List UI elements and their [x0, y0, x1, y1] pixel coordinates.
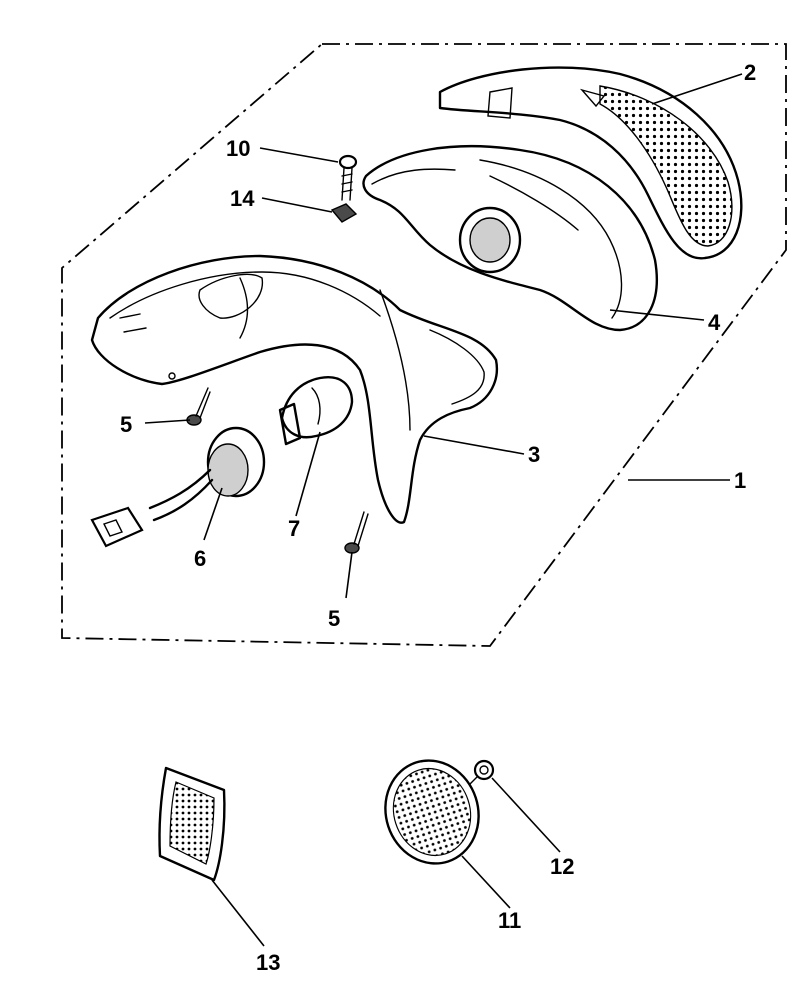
part-10-bolt	[338, 154, 358, 201]
callout-labels: 1 2 3 4 5 5 6 7 10 11 12 13 14	[120, 60, 756, 975]
callout-7: 7	[288, 516, 300, 541]
assembly-boundary	[61, 43, 787, 647]
part-5-screw-lower	[344, 511, 369, 554]
part-13-square-reflector	[158, 766, 226, 882]
callout-5b: 5	[328, 606, 340, 631]
callout-14: 14	[230, 186, 255, 211]
part-2-lens-cover	[438, 66, 743, 260]
callout-5a: 5	[120, 412, 132, 437]
callout-12: 12	[550, 854, 574, 879]
part-3-main-housing	[90, 254, 499, 524]
part-5-screw-upper	[186, 387, 211, 426]
leader-lines	[144, 73, 743, 947]
part-6-socket-harness	[90, 426, 266, 548]
callout-6: 6	[194, 546, 206, 571]
callout-11: 11	[498, 908, 521, 933]
callout-3: 3	[528, 442, 540, 467]
callout-4: 4	[708, 310, 721, 335]
part-14-nut	[330, 203, 358, 223]
callout-13: 13	[256, 950, 280, 975]
part-12-nut	[473, 759, 495, 781]
part-7-bulb	[278, 376, 354, 446]
callout-10: 10	[226, 136, 250, 161]
part-11-round-reflector	[384, 759, 480, 865]
callout-2: 2	[744, 60, 756, 85]
part-4-reflector-housing	[362, 145, 658, 332]
callout-1: 1	[734, 468, 746, 493]
